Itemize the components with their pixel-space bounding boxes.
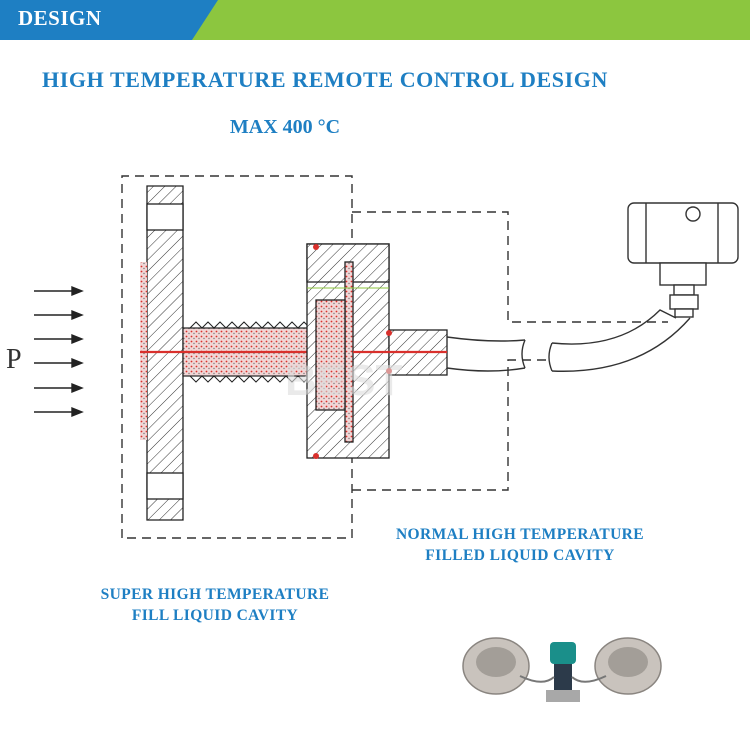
pressure-arrows [34,285,84,418]
remote-seal-diagram: BEST [34,175,739,539]
normal-caption-line-2: FILLED LIQUID CAVITY [425,547,615,564]
pressure-label: P [6,344,22,375]
normal-caption-line-1: NORMAL HIGH TEMPERATURE [395,526,645,543]
super-caption-line-2: FILL LIQUID CAVITY [131,607,299,624]
product-photo [462,637,662,702]
capillary-tube [446,309,691,372]
transmitter-housing [627,202,739,318]
normal-cavity-caption: NORMAL HIGH TEMPERATURE FILLED LIQUID CA… [360,524,680,566]
section-banner [0,0,750,40]
threaded-stem [140,321,350,383]
max-temperature-subtitle: MAX 400 °C [229,116,341,138]
dashed-outline [121,175,668,539]
super-caption-line-1: SUPER HIGH TEMPERATURE [100,586,330,603]
page-title: HIGH TEMPERATURE REMOTE CONTROL DESIGN [42,67,608,92]
banner-label: DESIGN [18,6,102,30]
watermark: BEST [285,356,402,405]
secondary-flange [306,243,448,459]
super-cavity-caption: SUPER HIGH TEMPERATURE FILL LIQUID CAVIT… [60,584,370,626]
